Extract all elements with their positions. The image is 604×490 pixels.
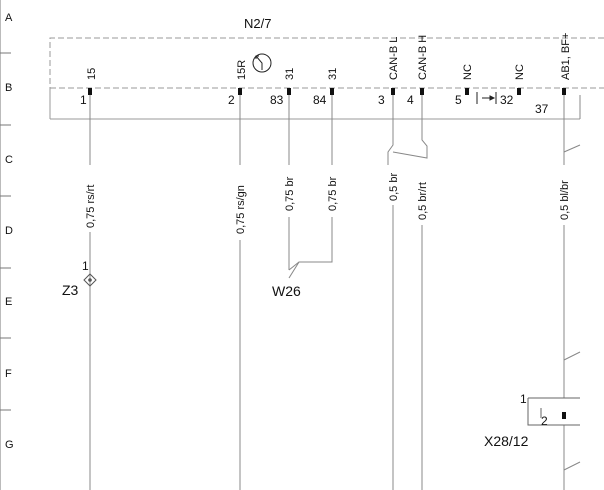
row-label-f: F <box>5 368 12 380</box>
pin-number: 5 <box>455 93 462 107</box>
wire-label: 0,75 rs/rt <box>85 185 97 228</box>
pin-number: 83 <box>270 93 284 107</box>
x28-pin2-number: 2 <box>541 414 548 428</box>
wire-label: 0,75 rs/gn <box>235 185 247 234</box>
pin-number: 1 <box>80 93 87 107</box>
z3-pin-number: 1 <box>82 259 89 273</box>
pin-name: CAN-B H <box>417 35 429 80</box>
pin-number: 3 <box>378 93 385 107</box>
row-label-c: C <box>5 154 13 166</box>
pin-number: 4 <box>407 93 414 107</box>
x28-pin1-number: 1 <box>520 392 527 406</box>
wire-label: 0,5 bl/br <box>559 180 571 220</box>
z3-splice-icon <box>83 273 97 287</box>
module-title: N2/7 <box>244 16 271 31</box>
pin-number: 32 <box>500 93 514 107</box>
row-label-e: E <box>5 296 12 308</box>
row-label-d: D <box>5 225 13 237</box>
pin-name: 31 <box>327 68 339 80</box>
pin-connectors <box>88 88 566 95</box>
pin-name: AB1, BF+ <box>560 33 572 80</box>
wires <box>89 95 581 490</box>
pin-numbers: 1 2 83 84 3 4 5 32 37 <box>80 93 549 116</box>
pin-number: 37 <box>535 102 549 116</box>
pin-number: 2 <box>228 93 235 107</box>
row-label-b: B <box>5 82 12 94</box>
pin-name: 15R <box>236 60 248 80</box>
x28-connector <box>527 397 580 426</box>
x28-pin-connector <box>562 412 566 419</box>
wire-label: 0,75 br <box>327 176 339 211</box>
relay-symbol-icon <box>252 53 272 73</box>
z3-label: Z3 <box>62 282 79 298</box>
pin-name: NC <box>514 64 526 80</box>
pin-name: CAN-B L <box>388 37 400 80</box>
w26-label: W26 <box>272 283 301 299</box>
wire-labels: 0,75 rs/rt 0,75 rs/gn 0,75 br 0,75 br 0,… <box>85 173 571 234</box>
row-ruler <box>0 0 11 490</box>
wire-label: 0,75 br <box>284 176 296 211</box>
pin-number: 84 <box>313 93 327 107</box>
nc-link-arrow-icon <box>476 92 497 104</box>
wire-label: 0,5 br <box>388 173 400 201</box>
row-label-a: A <box>5 12 13 24</box>
module-box <box>49 37 604 120</box>
pin-name: 15 <box>86 68 98 80</box>
pin-names: 15 15R 31 31 CAN-B L CAN-B H NC NC AB1, … <box>86 33 572 80</box>
wire-label: 0,5 br/rt <box>417 182 429 220</box>
row-label-g: G <box>5 439 14 451</box>
pin-name: 31 <box>284 68 296 80</box>
x28-label: X28/12 <box>484 433 529 449</box>
pin-name: NC <box>462 64 474 80</box>
